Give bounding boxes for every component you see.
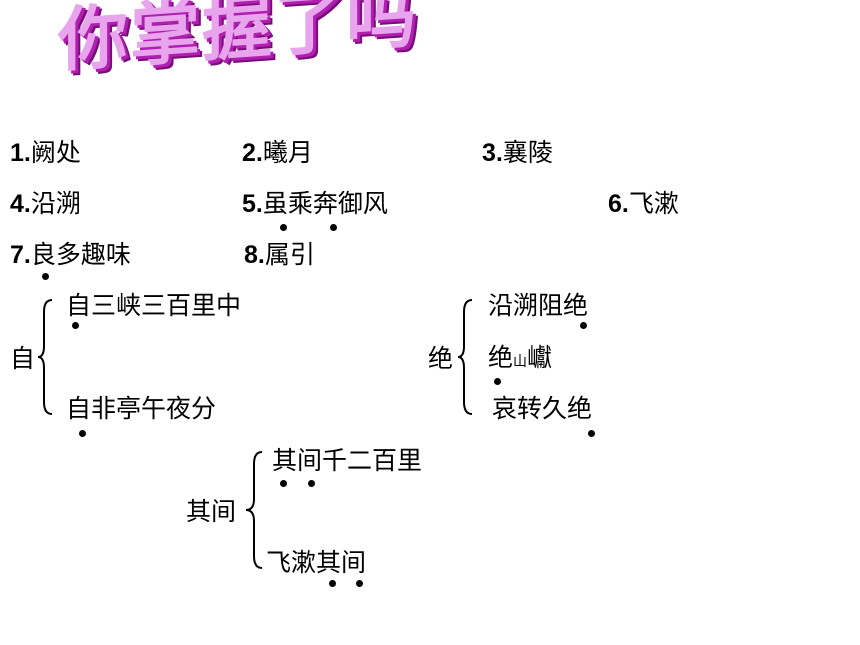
small-char: 山 [513, 354, 528, 370]
group-head-jian: 其间 [186, 497, 237, 526]
emphasis-dot [72, 322, 79, 329]
list-item: 3.襄陵 [482, 138, 553, 168]
emphasis-dot [494, 378, 501, 385]
item-text: 良多趣味 [30, 240, 131, 269]
line-text: 巘 [527, 343, 553, 372]
group-line: 自三峡三百里中 [66, 291, 242, 320]
brace-jue [457, 299, 473, 415]
item-number: 1. [10, 139, 31, 167]
item-number: 7. [10, 241, 31, 269]
list-item: 4.沿溯 [10, 189, 81, 219]
emphasis-dot [330, 224, 337, 231]
emphasis-dot [42, 273, 49, 280]
list-item: 5.虽乘奔御风 [242, 189, 388, 219]
item-text: 属引 [264, 240, 315, 269]
item-number: 5. [242, 190, 263, 218]
group-line: 飞漱其间 [266, 548, 367, 577]
list-item: 2.曦月 [242, 138, 313, 168]
emphasis-dot [280, 224, 287, 231]
list-item: 8.属引 [244, 240, 315, 270]
group-line: 沿溯阻绝 [488, 291, 589, 320]
item-text: 阙处 [30, 138, 81, 167]
item-text: 虽乘奔御风 [262, 189, 388, 218]
group-line: 自非亭午夜分 [66, 394, 217, 423]
group-line: 哀转久绝 [492, 394, 593, 423]
item-number: 2. [242, 139, 263, 167]
emphasis-dot [280, 480, 287, 487]
item-number: 6. [608, 190, 629, 218]
item-number: 8. [244, 241, 265, 269]
emphasis-dot [356, 580, 363, 587]
group-line: 其间千二百里 [272, 446, 423, 475]
line-text: 绝 [488, 343, 514, 372]
emphasis-dot [329, 580, 336, 587]
item-number: 3. [482, 139, 503, 167]
emphasis-dot [79, 430, 86, 437]
item-text: 襄陵 [502, 138, 553, 167]
emphasis-dot [588, 430, 595, 437]
item-text: 沿溯 [30, 189, 81, 218]
page-title: 你掌握了吗 [58, 0, 418, 82]
brace-zi [37, 299, 53, 415]
list-item: 1.阙处 [10, 138, 81, 168]
group-head-jue: 绝 [428, 344, 454, 373]
brace-jian [245, 451, 263, 569]
emphasis-dot [308, 480, 315, 487]
item-text: 飞漱 [628, 189, 679, 218]
group-line: 绝山巘 [488, 343, 552, 377]
list-item: 7.良多趣味 [10, 240, 131, 270]
list-item: 6.飞漱 [608, 189, 679, 219]
item-number: 4. [10, 190, 31, 218]
item-text: 曦月 [262, 138, 313, 167]
group-head-zi: 自 [10, 344, 36, 373]
emphasis-dot [580, 322, 587, 329]
